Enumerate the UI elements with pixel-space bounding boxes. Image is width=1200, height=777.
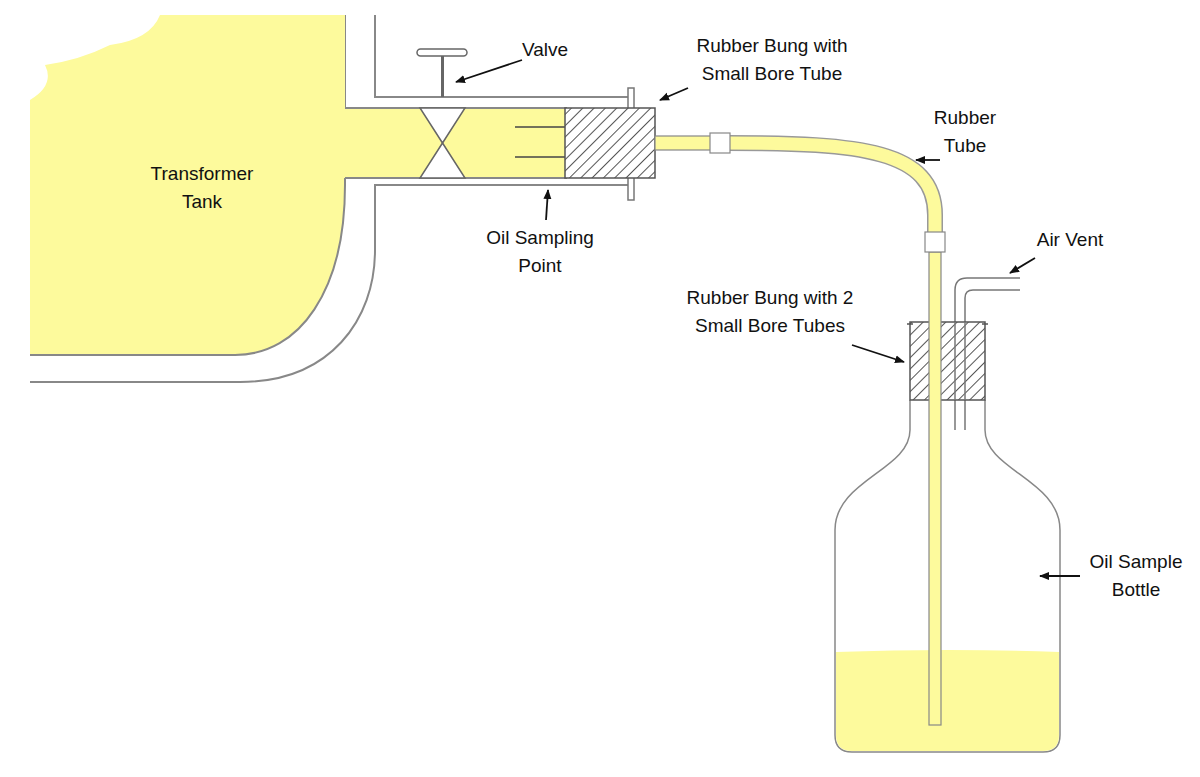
part-label: Valve: [500, 36, 590, 64]
part-label: Oil Sampling Point: [470, 224, 610, 280]
transformer-tank: Transformer Tank: [0, 0, 380, 390]
part-label: Rubber Bung with 2 Small Bore Tubes: [670, 284, 870, 340]
part-label: Rubber Bung with Small Bore Tube: [677, 32, 867, 88]
part-label: Air Vent: [1020, 226, 1120, 254]
tank-label: Transformer Tank: [132, 160, 272, 216]
part-label: Oil Sample Bottle: [1081, 548, 1191, 604]
part-label: Rubber Tube: [920, 104, 1010, 160]
